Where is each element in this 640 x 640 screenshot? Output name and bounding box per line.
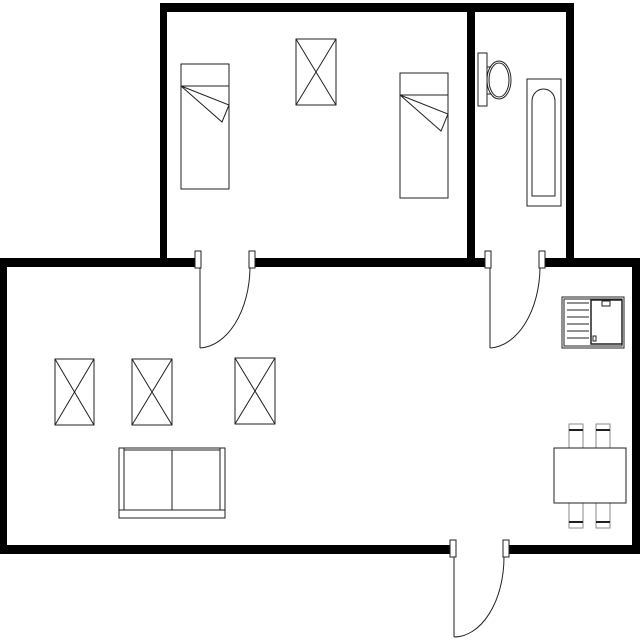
- door-jamb: [248, 250, 256, 269]
- wall-bottom-right: [509, 545, 640, 554]
- dining-set: [553, 423, 627, 529]
- crossed-box: [295, 38, 337, 106]
- door-jamb: [502, 539, 510, 558]
- dining-table: [553, 447, 627, 504]
- walls: [0, 3, 640, 554]
- door-swing-arc: [199, 267, 251, 349]
- wall-middle-center: [254, 258, 487, 267]
- wall-middle-right: [544, 258, 640, 267]
- crossed-box: [54, 358, 95, 426]
- crossed-box: [131, 358, 173, 426]
- door-jamb: [449, 539, 457, 558]
- bathroom: [477, 52, 562, 207]
- living-room: [54, 296, 627, 529]
- wall-bottom-left: [0, 545, 451, 554]
- door-jamb: [484, 250, 492, 269]
- wall-bedroom-left: [160, 3, 167, 265]
- crossed-box: [234, 357, 276, 425]
- single-bed: [399, 72, 449, 199]
- wall-top: [160, 3, 574, 12]
- bedroom: [180, 38, 449, 199]
- door-jamb: [194, 250, 202, 269]
- bathtub: [526, 78, 562, 207]
- door-jamb: [538, 250, 546, 269]
- door-swing-arc: [489, 267, 541, 349]
- entrance-door[interactable]: [449, 539, 510, 638]
- wall-middle-left: [0, 258, 197, 267]
- toilet: [477, 52, 512, 107]
- kitchen-sink: [561, 296, 625, 349]
- wall-living-right: [632, 258, 640, 554]
- single-bed: [180, 63, 230, 190]
- wall-living-left: [0, 258, 7, 554]
- bedroom-door[interactable]: [194, 250, 256, 349]
- wall-bathroom-right: [566, 3, 574, 265]
- sofa: [118, 447, 226, 519]
- wall-bedroom-bathroom: [467, 3, 475, 265]
- bathroom-door[interactable]: [484, 250, 546, 349]
- door-swing-arc: [453, 556, 505, 638]
